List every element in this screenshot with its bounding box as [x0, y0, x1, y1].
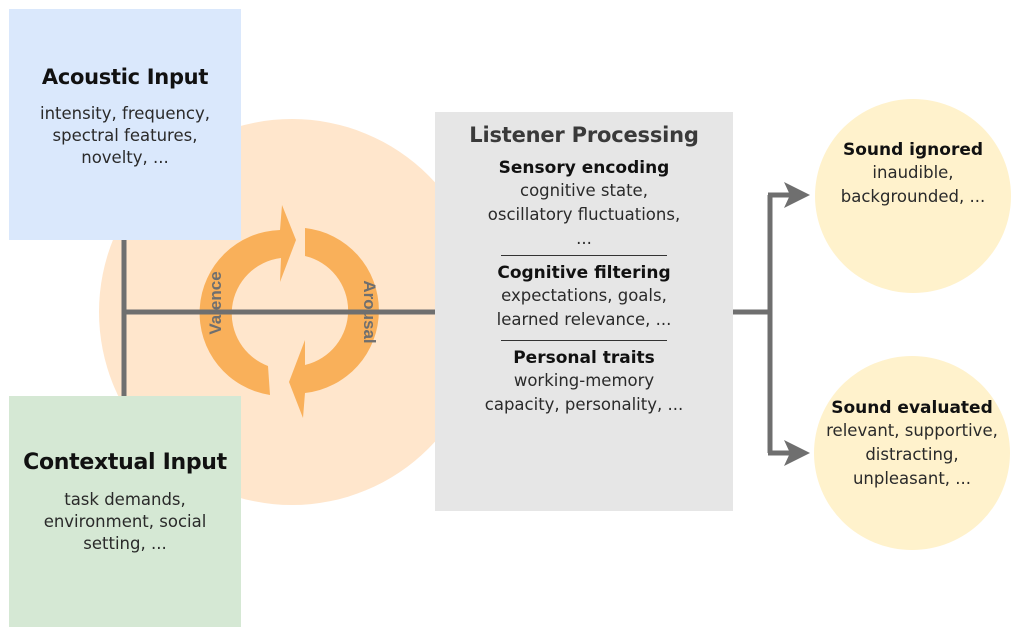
contextual-input-line: setting, ... — [83, 534, 167, 553]
section-title: Personal traits — [513, 348, 655, 368]
section-title: Cognitive filtering — [497, 263, 671, 283]
arousal-label: Arousal — [360, 280, 379, 343]
acoustic-input-line: spectral features, — [52, 126, 198, 145]
sound-ignored-title: Sound ignored — [842, 140, 984, 160]
sound-ignored-circle: Sound ignored inaudible, backgrounded, .… — [815, 99, 1011, 293]
contextual-input-details: task demands, environment, social settin… — [9, 489, 241, 555]
personal-traits-section: Personal traits working-memory capacity,… — [435, 347, 733, 417]
section-divider — [501, 255, 667, 256]
section-line: expectations, goals, — [501, 286, 667, 305]
section-line: oscillatory fluctuations, — [487, 205, 681, 224]
section-line: cognitive state, — [520, 181, 648, 200]
cycle-arrow-lower-icon — [289, 228, 379, 418]
acoustic-input-title: Acoustic Input — [41, 65, 209, 89]
sensory-encoding-section: Sensory encoding cognitive state, oscill… — [435, 157, 733, 251]
contextual-input-line: environment, social — [43, 512, 207, 531]
section-title: Sensory encoding — [498, 158, 670, 178]
valence-arousal-cycle — [199, 205, 379, 418]
outcome-line: distracting, — [865, 445, 959, 464]
contextual-input-line: task demands, — [64, 490, 186, 509]
section-line: working-memory — [513, 371, 655, 390]
valence-label: Valence — [206, 271, 225, 334]
section-line: ... — [576, 229, 592, 248]
sound-ignored-content: Sound ignored inaudible, backgrounded, .… — [841, 139, 985, 209]
section-divider — [501, 340, 667, 341]
cycle-arrow-upper-icon — [199, 205, 296, 395]
outcome-line: inaudible, — [872, 163, 954, 182]
listener-processing-box: Listener Processing Sensory encoding cog… — [435, 112, 733, 511]
evaluated-arrowhead-icon — [784, 440, 810, 466]
cognitive-filtering-section: Cognitive filtering expectations, goals,… — [435, 262, 733, 332]
section-line: capacity, personality, ... — [484, 395, 684, 414]
sound-evaluated-circle: Sound evaluated relevant, supportive, di… — [814, 356, 1010, 550]
sound-evaluated-title: Sound evaluated — [831, 398, 993, 418]
acoustic-input-details: intensity, frequency, spectral features,… — [9, 103, 241, 169]
sound-evaluated-content: Sound evaluated relevant, supportive, di… — [826, 397, 998, 491]
outcome-line: backgrounded, ... — [840, 187, 986, 206]
listener-processing-title: Listener Processing — [469, 123, 699, 147]
acoustic-input-box: Acoustic Input intensity, frequency, spe… — [9, 9, 241, 240]
acoustic-input-line: novelty, ... — [81, 148, 169, 167]
outcome-line: relevant, supportive, — [826, 421, 998, 440]
contextual-input-box: Contextual Input task demands, environme… — [9, 396, 241, 627]
ignored-arrowhead-icon — [784, 182, 810, 208]
contextual-input-title: Contextual Input — [23, 450, 227, 475]
acoustic-input-line: intensity, frequency, — [39, 104, 211, 123]
section-line: learned relevance, ... — [496, 310, 672, 329]
outcome-line: unpleasant, ... — [852, 469, 972, 488]
